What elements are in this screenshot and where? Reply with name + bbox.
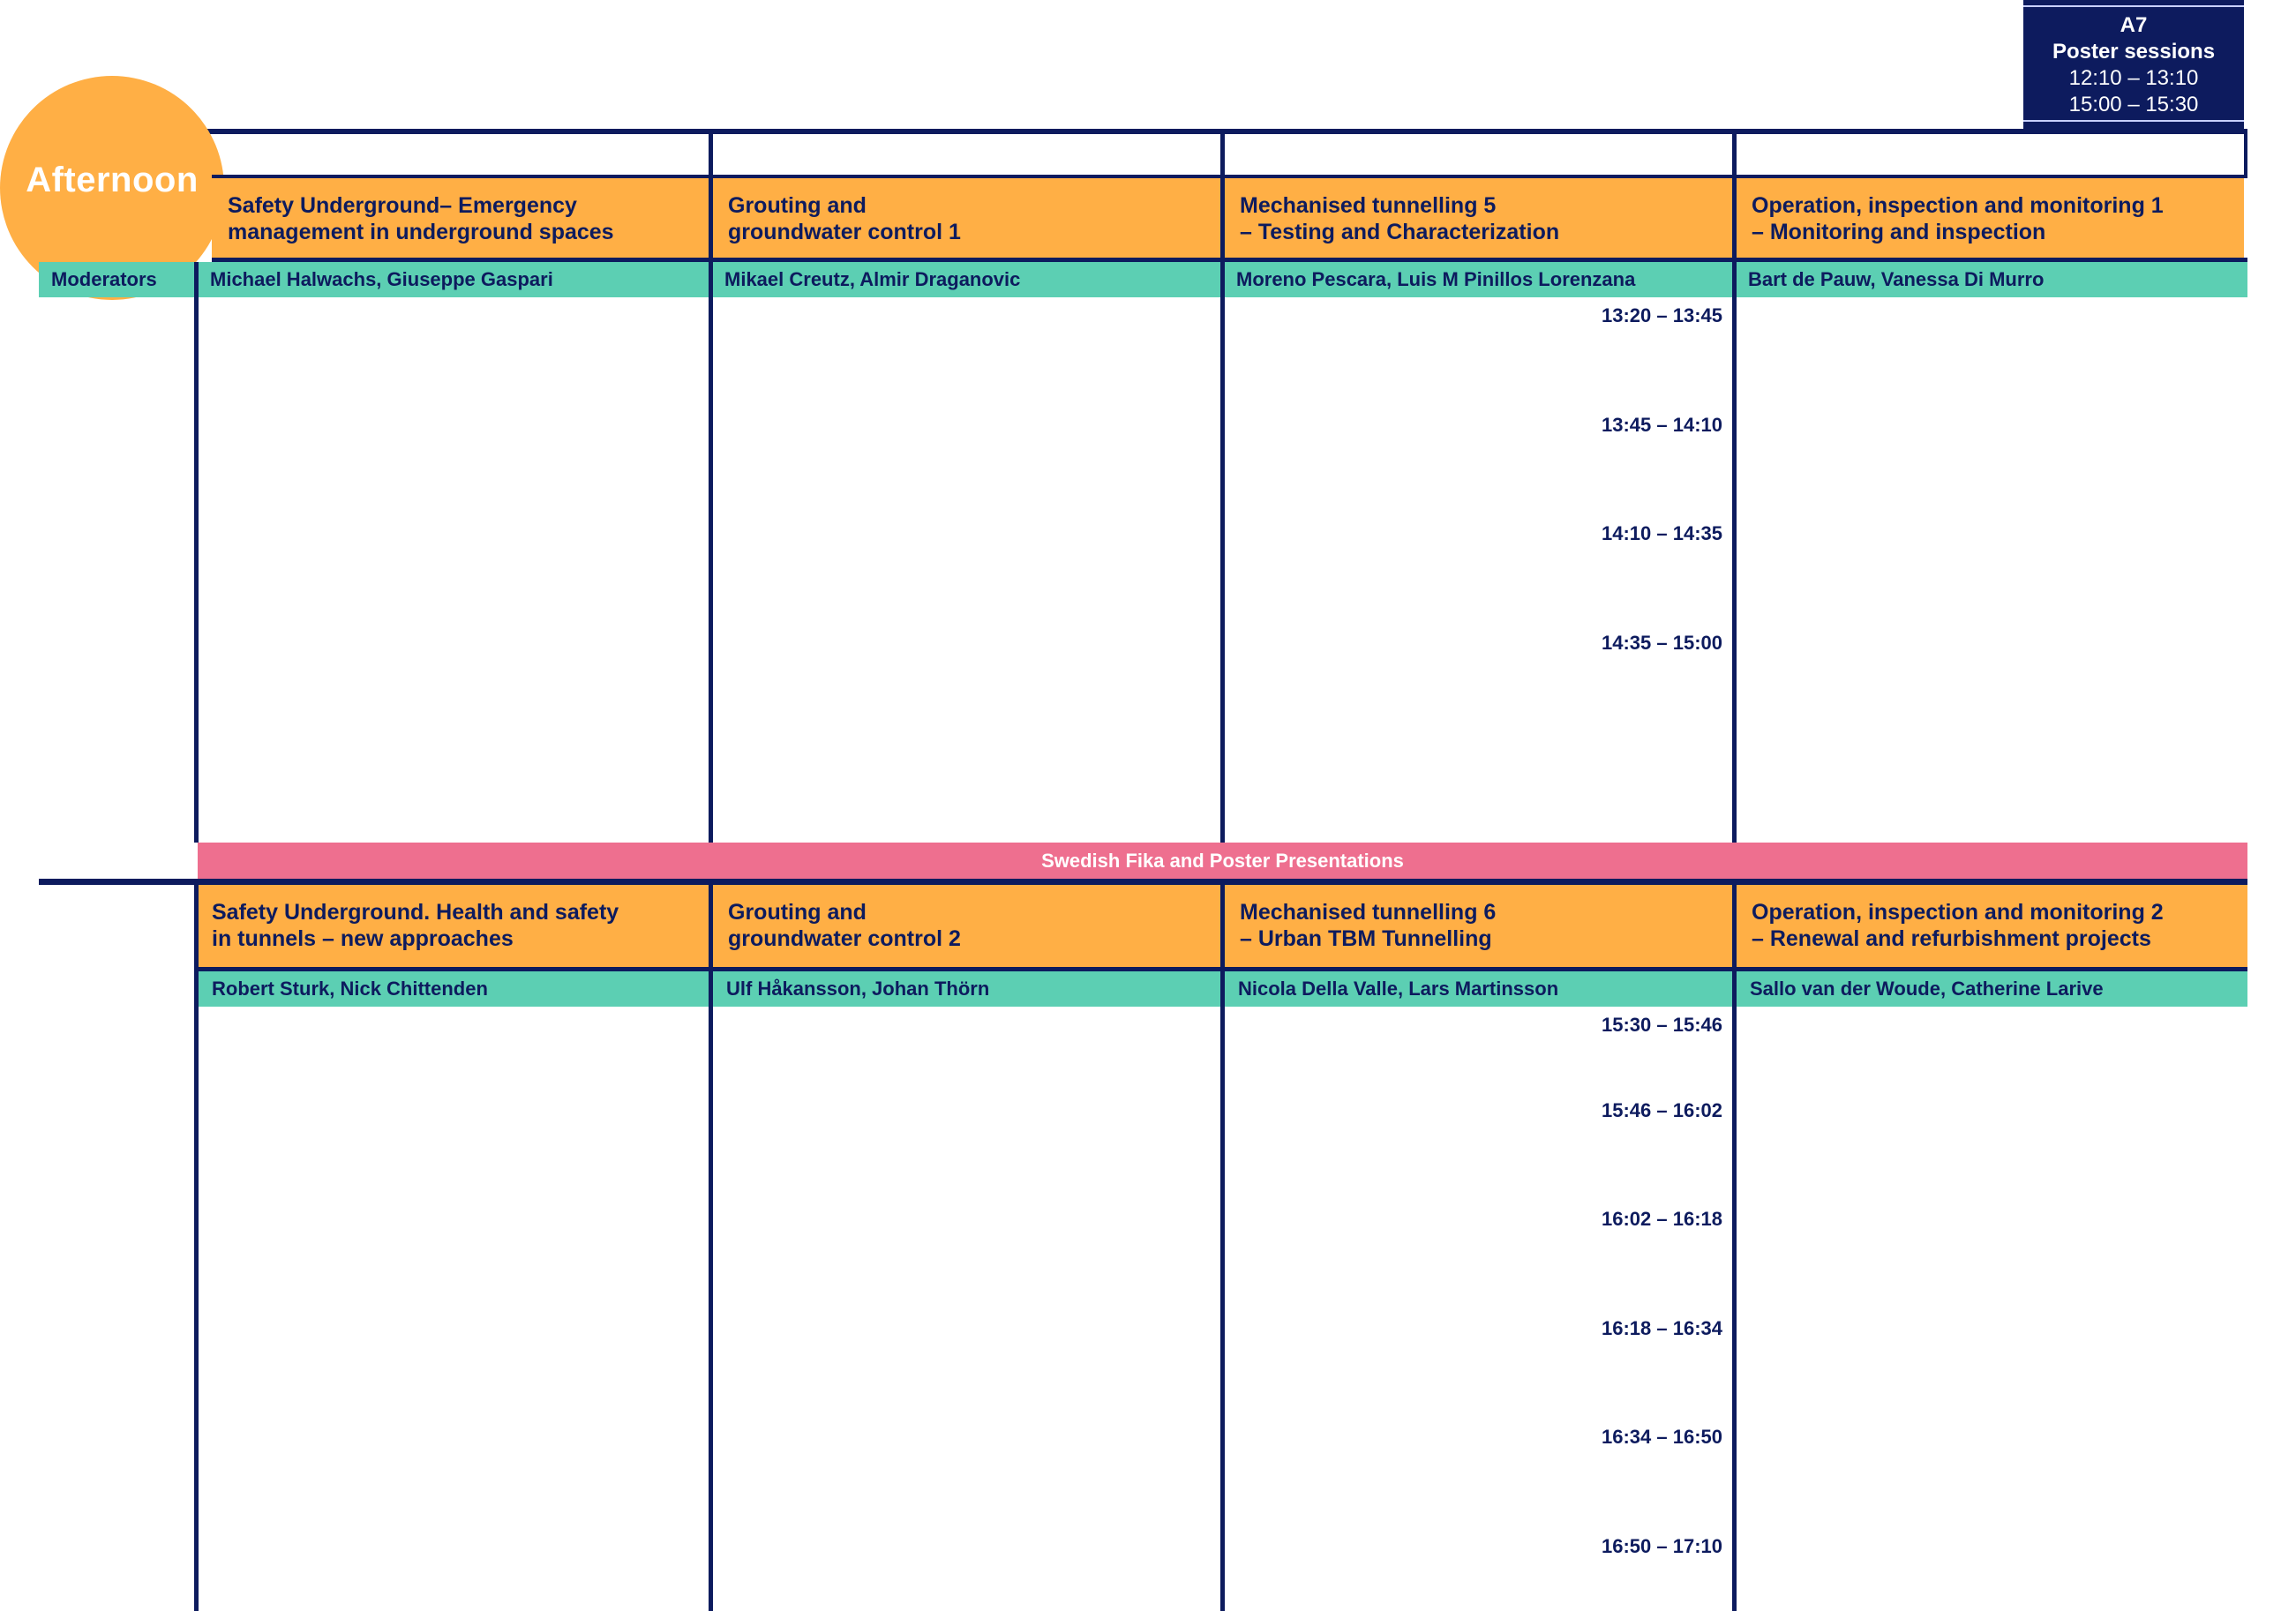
session-header-1-3: Mechanised tunnelling 5 – Testing and Ch… [1224,178,1732,258]
block-divider-line [39,879,2247,885]
poster-sessions-box: A7 Poster sessions 12:10 – 13:10 15:00 –… [2023,0,2244,129]
time-slot-1-1: 13:20 – 13:45 [1602,304,1722,326]
moderators-2-2: Ulf Håkansson, Johan Thörn [712,971,1220,1007]
time-slot-2-3: 16:02 – 16:18 [1602,1208,1722,1230]
column-divider-2a [194,885,199,1611]
session-title-line2: in tunnels – new approaches [212,926,514,951]
session-header-1-4: Operation, inspection and monitoring 1 –… [1736,178,2244,258]
poster-box-rule-top [2023,5,2244,7]
session-title-line2: groundwater control 2 [728,926,961,951]
session-header-1-2: Grouting and groundwater control 1 [712,178,1220,258]
column-divider-2b [709,885,713,1611]
session-title-line2: – Testing and Characterization [1240,220,1560,244]
session-title-line1: Mechanised tunnelling 6 [1240,900,1497,925]
column-divider-1c [1220,129,1225,843]
column-divider-1b [709,129,713,843]
session-title-line1: Safety Underground. Health and safety [212,900,619,925]
time-slot-1-4: 14:35 – 15:00 [1602,632,1722,654]
session-title-line2: management in underground spaces [228,220,614,244]
time-slot-2-5: 16:34 – 16:50 [1602,1426,1722,1448]
session-header-2-3: Mechanised tunnelling 6 – Urban TBM Tunn… [1224,885,1732,967]
column-divider-1d [1732,129,1737,843]
session-header-1-1: Safety Underground– Emergency management… [212,178,709,258]
afternoon-label: Afternoon [26,161,199,199]
moderators-label: Moderators [39,262,194,297]
break-bar: Swedish Fika and Poster Presentations [198,843,2247,879]
moderators-1-3: Moreno Pescara, Luis M Pinillos Lorenzan… [1224,262,1732,297]
moderators-2-4: Sallo van der Woude, Catherine Larive [1736,971,2247,1007]
poster-box-rule-bottom [2023,120,2244,122]
moderators-2-3: Nicola Della Valle, Lars Martinsson [1224,971,1732,1007]
column-divider-2d [1732,885,1737,1611]
session-title-line1: Grouting and [728,193,867,218]
session-header-2-4: Operation, inspection and monitoring 2 –… [1736,885,2247,967]
time-slot-2-2: 15:46 – 16:02 [1602,1099,1722,1121]
moderators-1-2: Mikael Creutz, Almir Draganovic [712,262,1220,297]
session-header-2-2: Grouting and groundwater control 2 [712,885,1220,967]
moderators-1-4: Bart de Pauw, Vanessa Di Murro [1736,262,2247,297]
session-title-line2: – Urban TBM Tunnelling [1240,926,1492,951]
session-title-line2: groundwater control 1 [728,220,961,244]
time-slot-2-4: 16:18 – 16:34 [1602,1317,1722,1339]
session-title-line2: – Monitoring and inspection [1752,220,2046,244]
time-slot-1-2: 13:45 – 14:10 [1602,414,1722,436]
session-title-line2: – Renewal and refurbishment projects [1752,926,2151,951]
time-slot-2-6: 16:50 – 17:10 [1602,1535,1722,1557]
session-title-line1: Operation, inspection and monitoring 2 [1752,900,2164,925]
poster-room: A7 [2120,13,2148,37]
poster-time-2: 15:00 – 15:30 [2068,93,2199,116]
column-divider-2c [1220,885,1225,1611]
top-frame-right-edge [2244,129,2247,178]
time-slot-1-3: 14:10 – 14:35 [1602,522,1722,544]
poster-title: Poster sessions [2052,40,2216,64]
session-title-line1: Safety Underground– Emergency [228,193,577,218]
moderators-2-1: Robert Sturk, Nick Chittenden [198,971,709,1007]
session-title-line1: Operation, inspection and monitoring 1 [1752,193,2164,218]
session-title-line1: Mechanised tunnelling 5 [1240,193,1497,218]
session-header-2-1: Safety Underground. Health and safety in… [198,885,709,967]
time-slot-2-1: 15:30 – 15:46 [1602,1014,1722,1036]
header-top-rule-1 [212,175,2247,178]
poster-time-1: 12:10 – 13:10 [2068,66,2199,90]
column-divider-1a [194,262,199,843]
session-title-line1: Grouting and [728,900,867,925]
header-bottom-rule-1 [212,258,2247,262]
moderators-1-1: Michael Halwachs, Giuseppe Gaspari [198,262,709,297]
